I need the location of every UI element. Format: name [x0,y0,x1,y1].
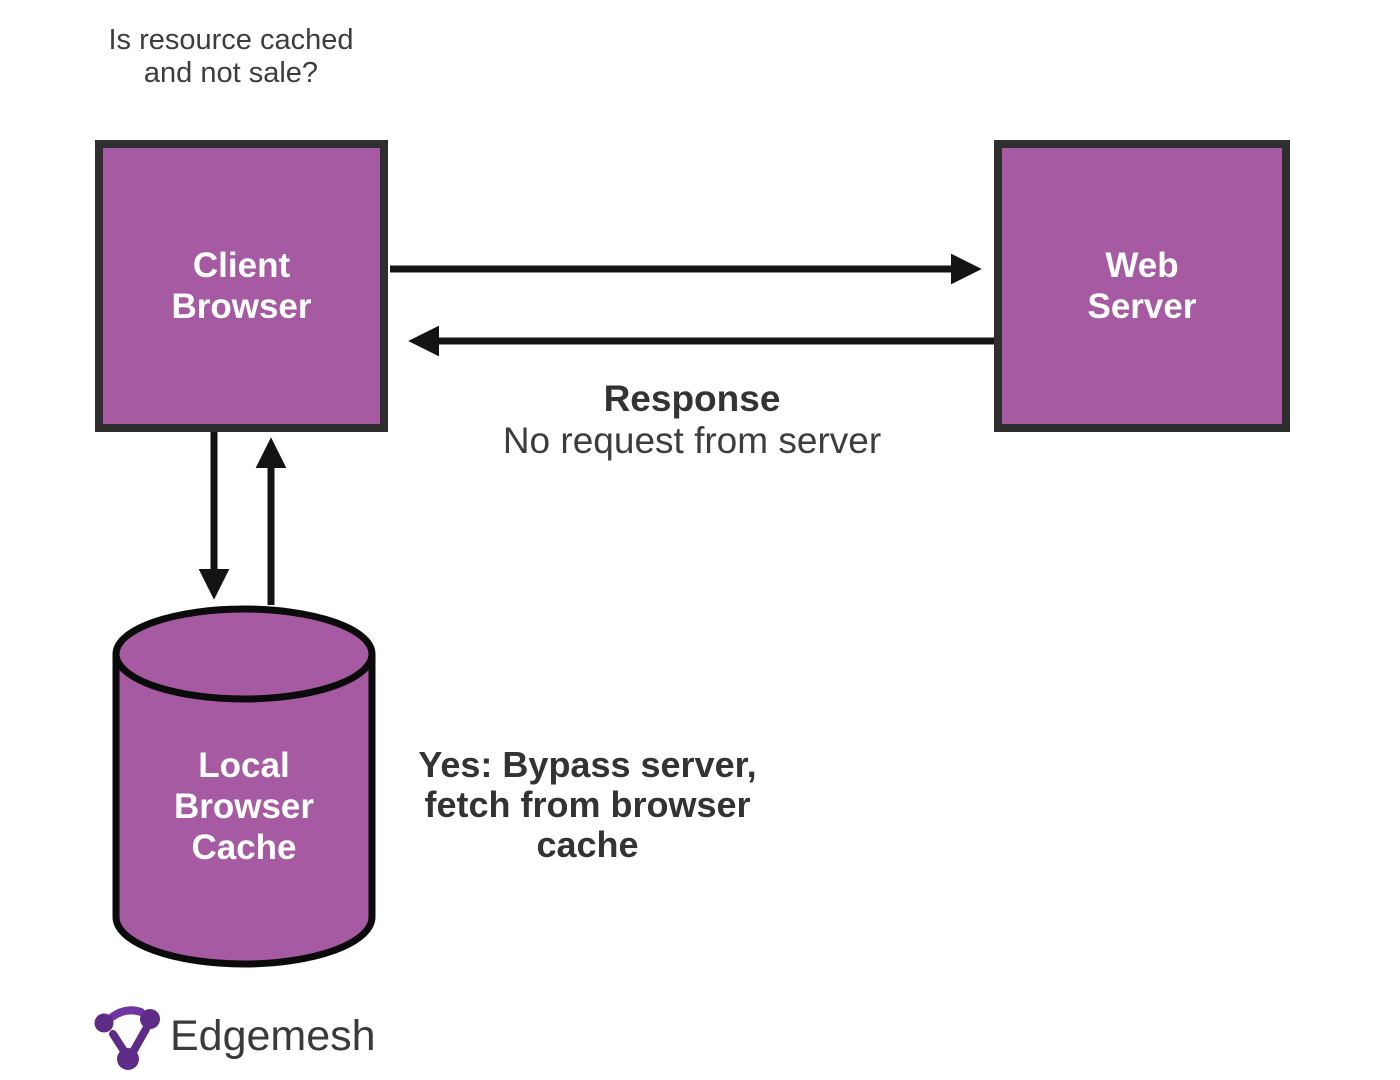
yes-line-3: cache [536,824,639,865]
client-browser-label-line-2: Browser [171,287,312,326]
cylinder-shape [112,605,376,968]
web-server-label-line-2: Server [1087,287,1197,326]
logo-node-top-right [140,1009,160,1029]
yes-annotation: Yes: Bypass server, fetch from browser c… [385,745,790,865]
question-line-1: Is resource cached [108,24,354,56]
web-server-label-line-1: Web [1105,246,1179,285]
edgemesh-brand-text: Edgemesh [170,1011,376,1060]
node-web-server: Web Server [994,140,1290,432]
cylinder-body [112,654,376,968]
response-annotation: Response No request from server [442,378,942,462]
question-label: Is resource cached and not sale? [81,24,381,90]
edgemesh-logo: Edgemesh [90,1003,376,1075]
cache-label-line-3: Cache [191,828,297,867]
yes-line-2: fetch from browser [424,784,751,825]
cylinder-top [112,605,376,703]
logo-right-edge [129,1025,150,1056]
logo-top-arc [108,1006,145,1021]
node-local-browser-cache: Local Browser Cache [104,602,384,977]
yes-line-1: Yes: Bypass server, [418,744,757,785]
local-browser-cache-label: Local Browser Cache [104,745,384,868]
logo-left-edge [109,1030,128,1055]
logo-node-top-left [94,1013,114,1033]
response-subtitle: No request from server [502,420,882,461]
cache-label-line-1: Local [198,746,290,785]
cache-label-line-2: Browser [173,787,315,826]
node-client-browser: Client Browser [95,140,388,432]
logo-node-bottom [117,1048,139,1070]
response-title: Response [603,378,781,419]
edgemesh-logo-icon [94,1006,160,1070]
client-browser-label-line-1: Client [192,246,291,285]
question-line-2: and not sale? [143,57,319,89]
